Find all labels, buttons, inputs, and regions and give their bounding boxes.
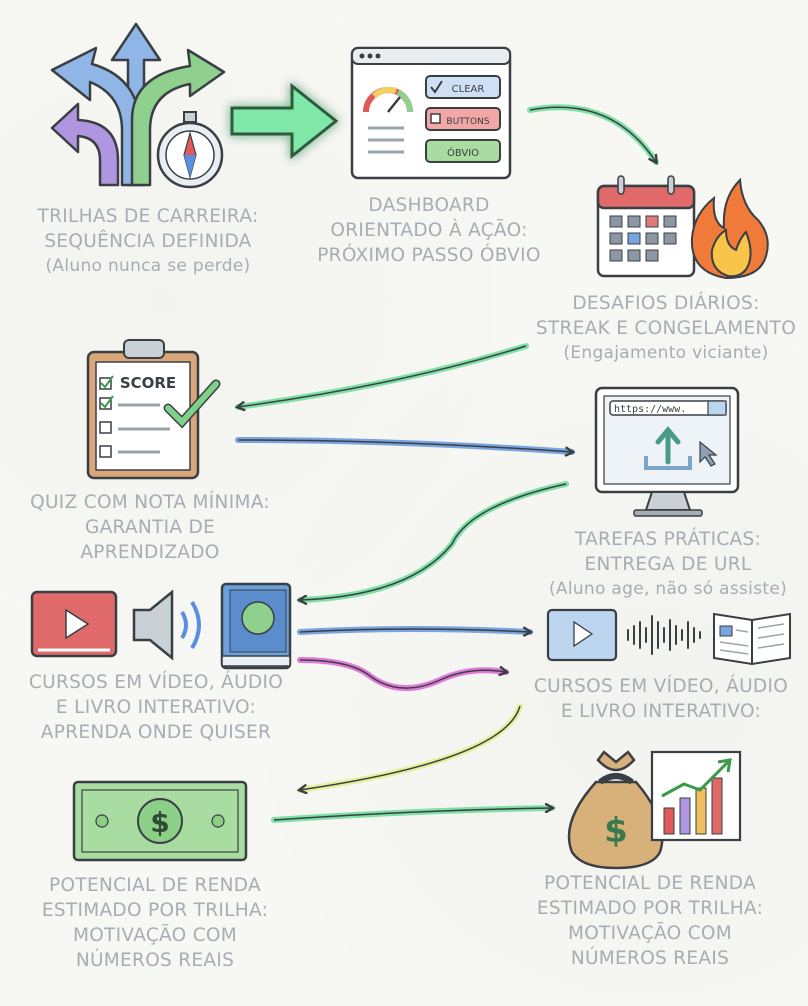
video-player-icon xyxy=(30,590,118,658)
arrow-desafios-to-quiz xyxy=(235,343,529,410)
caption-dashboard: DASHBOARD ORIENTADO À AÇÃO: PRÓXIMO PASS… xyxy=(304,193,554,268)
caption-desafios: DESAFIOS DIÁRIOS: STREAK E CONGELAMENTO … xyxy=(532,291,800,366)
caption-renda-left-line4: NÚMEROS REAIS xyxy=(75,950,235,971)
glowing-arrow-icon xyxy=(230,82,339,160)
arrow-tarefas-to-cursos xyxy=(297,481,569,603)
caption-renda-right-line1: POTENCIAL DE RENDA xyxy=(544,873,756,894)
caption-renda-left-line1: POTENCIAL DE RENDA xyxy=(49,875,261,896)
small-video-icon xyxy=(546,608,618,662)
caption-desafios-line1: DESAFIOS DIÁRIOS: xyxy=(572,293,760,314)
caption-renda-right-line3: MOTIVAÇÃO COM xyxy=(567,923,733,944)
monitor-icon xyxy=(594,386,740,517)
caption-renda-left-line2: ESTIMADO POR TRILHA: xyxy=(41,900,269,921)
caption-cursos-left-line2: E LIVRO INTERATIVO: xyxy=(55,697,257,718)
caption-desafios-sub: (Engajamento viciante) xyxy=(563,343,769,363)
caption-tarefas-line2: ENTREGA DE URL xyxy=(584,554,752,575)
caption-renda-right-line2: ESTIMADO POR TRILHA: xyxy=(536,898,764,919)
arrow-cursos-to-renda xyxy=(297,703,523,793)
banknote-icon: $ xyxy=(72,780,248,862)
caption-dashboard-line2: ORIENTADO À AÇÃO: xyxy=(330,220,528,241)
caption-renda-left: POTENCIAL DE RENDA ESTIMADO POR TRILHA: … xyxy=(40,873,270,973)
clipboard-score-label: SCORE xyxy=(120,374,176,392)
caption-cursos-right-line1: CURSOS EM VÍDEO, ÁUDIO xyxy=(533,676,789,697)
caption-dashboard-line1: DASHBOARD xyxy=(368,195,490,216)
audio-wave-icon xyxy=(627,615,701,655)
caption-quiz-line2: GARANTIA DE xyxy=(84,517,216,538)
dashboard-button-clear: CLEAR xyxy=(452,84,485,95)
caption-cursos-left: CURSOS EM VÍDEO, ÁUDIO E LIVRO INTERATIV… xyxy=(20,670,292,745)
caption-quiz-line1: QUIZ COM NOTA MÍNIMA: xyxy=(30,492,270,513)
caption-trilhas-line1: TRILHAS DE CARREIRA: xyxy=(37,206,259,227)
calendar-icon xyxy=(596,175,696,278)
flame-icon xyxy=(690,177,769,280)
svg-text:$: $ xyxy=(604,811,628,851)
caption-tarefas-sub: (Aluno age, não só assiste) xyxy=(548,579,788,599)
caption-tarefas: TAREFAS PRÁTICAS: ENTREGA DE URL (Aluno … xyxy=(532,527,804,602)
caption-cursos-left-line1: CURSOS EM VÍDEO, ÁUDIO xyxy=(28,672,284,693)
caption-renda-right: POTENCIAL DE RENDA ESTIMADO POR TRILHA: … xyxy=(528,871,772,971)
caption-dashboard-line3: PRÓXIMO PASSO ÓBVIO xyxy=(317,245,541,266)
caption-renda-right-line4: NÚMEROS REAIS xyxy=(570,948,730,969)
arrow-renda-left-to-right xyxy=(271,805,555,823)
arrow-cursos-pink xyxy=(297,657,509,692)
branching-arrows-icon xyxy=(50,22,226,187)
arrow-quiz-to-tarefas xyxy=(235,437,575,455)
caption-cursos-right: CURSOS EM VÍDEO, ÁUDIO E LIVRO INTERATIV… xyxy=(522,674,800,724)
book-icon xyxy=(220,582,292,670)
caption-cursos-left-line3: APRENDA ONDE QUISER xyxy=(40,722,272,743)
caption-cursos-right-line2: E LIVRO INTERATIVO: xyxy=(560,701,762,722)
dashboard-button-buttons: BUTTONS xyxy=(446,117,489,127)
dashboard-window-icon xyxy=(350,46,512,180)
svg-text:$: $ xyxy=(150,806,169,839)
caption-quiz-line3: APRENDIZADO xyxy=(80,542,220,563)
money-bag-icon: $ xyxy=(567,750,664,870)
growth-chart-icon xyxy=(650,750,742,842)
clipboard-icon xyxy=(86,339,221,480)
arrow-dashboard-to-calendar xyxy=(527,104,659,165)
caption-renda-left-line3: MOTIVAÇÃO COM xyxy=(72,925,238,946)
monitor-url-text: https://www. xyxy=(614,404,686,415)
caption-trilhas-line2: SEQUÊNCIA DEFINIDA xyxy=(44,231,252,252)
compass-icon xyxy=(156,111,224,189)
caption-tarefas-line1: TAREFAS PRÁTICAS: xyxy=(574,529,762,550)
caption-desafios-line2: STREAK E CONGELAMENTO xyxy=(535,318,797,339)
caption-trilhas: TRILHAS DE CARREIRA: SEQUÊNCIA DEFINIDA … xyxy=(28,204,268,279)
caption-trilhas-sub: (Aluno nunca se perde) xyxy=(45,256,251,276)
dashboard-button-obvio: ÓBVIO xyxy=(447,146,479,159)
open-book-icon xyxy=(713,612,791,666)
caption-quiz: QUIZ COM NOTA MÍNIMA: GARANTIA DE APREND… xyxy=(18,490,282,565)
speaker-icon xyxy=(132,589,201,661)
